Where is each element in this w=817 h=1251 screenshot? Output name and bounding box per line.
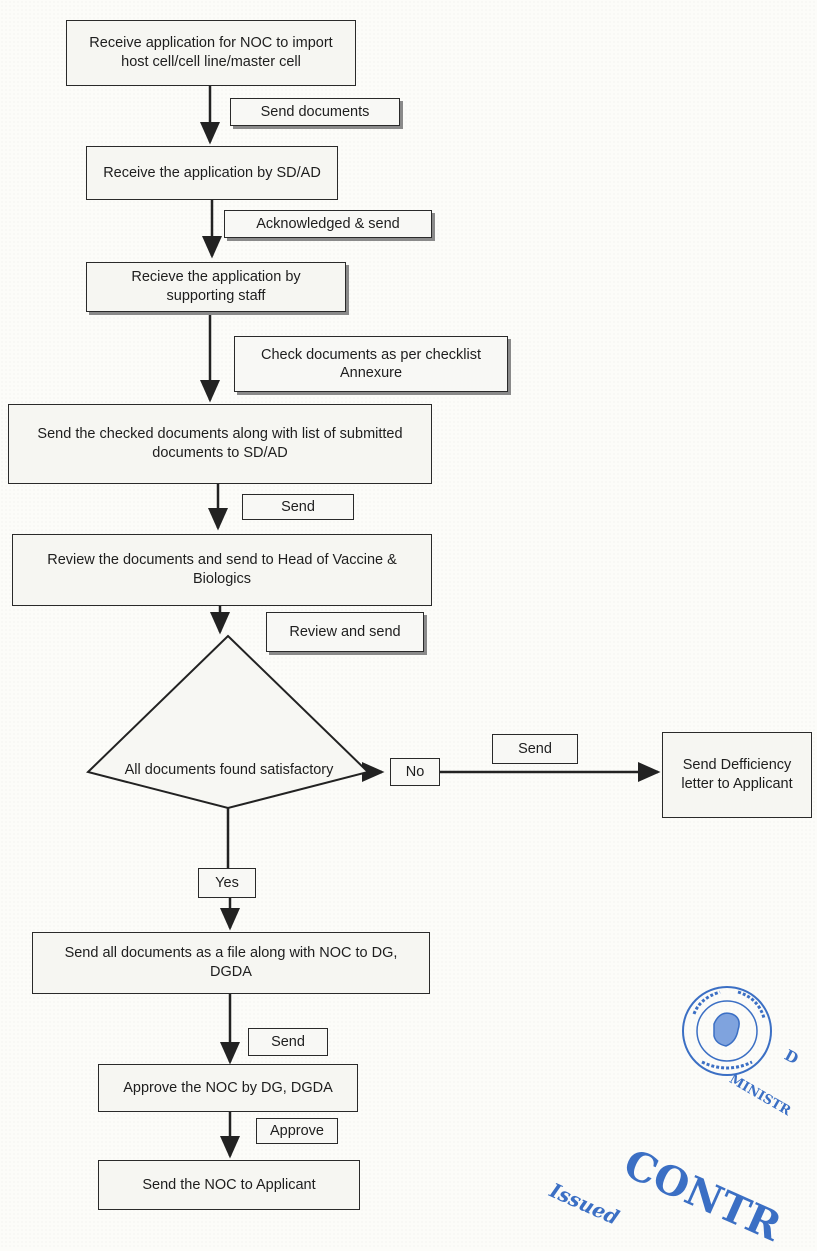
decision-diamond	[86, 634, 370, 810]
node-send-noc: Send the NOC to Applicant	[98, 1160, 360, 1210]
node-send-to-dg: Send all documents as a file along with …	[32, 932, 430, 994]
label-no: No	[390, 758, 440, 786]
label-approve: Approve	[256, 1118, 338, 1144]
label-send-no-branch: Send	[492, 734, 578, 764]
node-approve-noc: Approve the NOC by DG, DGDA	[98, 1064, 358, 1112]
node-receive-application: Receive application for NOC to import ho…	[66, 20, 356, 86]
node-deficiency-letter: Send Defficiency letter to Applicant	[662, 732, 812, 818]
seal-emblem	[682, 986, 772, 1076]
label-send-1: Send	[242, 494, 354, 520]
node-send-checked-documents: Send the checked documents along with li…	[8, 404, 432, 484]
label-send-2: Send	[248, 1028, 328, 1056]
node-review-documents: Review the documents and send to Head of…	[12, 534, 432, 606]
label-send-documents: Send documents	[230, 98, 400, 126]
label-yes: Yes	[198, 868, 256, 898]
node-receive-by-staff: Recieve the application by supporting st…	[86, 262, 346, 312]
node-receive-by-sd-ad: Receive the application by SD/AD	[86, 146, 338, 200]
label-review-and-send: Review and send	[266, 612, 424, 652]
label-check-documents: Check documents as per checklist Annexur…	[234, 336, 508, 392]
label-acknowledged-send: Acknowledged & send	[224, 210, 432, 238]
node-decision-text: All documents found satisfactory	[124, 762, 334, 778]
